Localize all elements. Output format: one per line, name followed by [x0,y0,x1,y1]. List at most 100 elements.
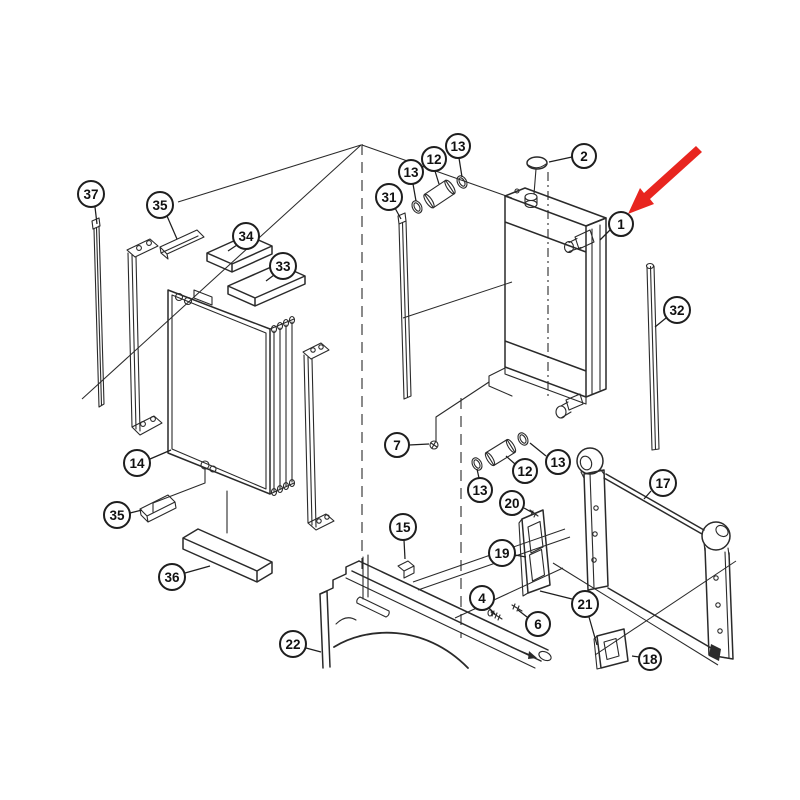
aftercooler-17 [576,447,734,661]
callout-number: 20 [504,496,519,511]
callout-circle[interactable] [469,585,495,611]
callout-circle[interactable] [279,630,307,658]
fan-shroud-group [319,554,552,669]
callout-17[interactable]: 17 [643,469,677,500]
callout-circle[interactable] [638,647,662,671]
callout-circle[interactable] [389,513,417,541]
callout-leader [149,449,172,460]
callout-circle[interactable] [146,191,174,219]
callout-4[interactable]: 4 [469,585,496,615]
callout-circle[interactable] [499,490,525,516]
callout-35[interactable]: 35 [103,501,143,529]
callout-13[interactable]: 13 [529,442,571,475]
callout-18[interactable]: 18 [631,647,662,671]
callout-circle[interactable] [77,180,105,208]
callout-leader [408,443,430,446]
callout-number: 1 [617,217,625,232]
callout-leader [265,274,275,282]
callout-leader [631,655,640,658]
callout-number: 17 [655,476,670,491]
callout-leader [523,507,534,514]
bolt-4 [487,609,503,621]
callout-circle[interactable] [398,159,424,185]
callout-number: 4 [478,591,486,606]
callout-circle[interactable] [384,432,410,458]
seal-strip-32 [645,262,660,451]
oil-cooler-core-14 [152,289,296,534]
callout-circle[interactable] [488,539,516,567]
callout-circle[interactable] [158,563,186,591]
oil-cooler-group [91,217,335,583]
callout-13[interactable]: 13 [467,468,493,503]
callout-circle[interactable] [103,501,131,529]
callout-6[interactable]: 6 [517,609,551,637]
callout-36[interactable]: 36 [158,563,211,591]
callout-21[interactable]: 21 [539,590,599,646]
callout-balloons: 3735343314353631131213213271312132019154… [77,133,691,671]
callout-20[interactable]: 20 [499,490,534,516]
callout-circle[interactable] [445,133,471,159]
callout-13[interactable]: 13 [398,159,424,202]
pad-33 [227,263,306,307]
bar-36 [182,528,273,583]
callout-circle[interactable] [232,222,260,250]
callout-15[interactable]: 15 [389,513,417,560]
callout-leader [539,590,573,600]
callout-circle[interactable] [123,449,151,477]
callout-circle[interactable] [525,611,551,637]
callout-leader [654,317,667,328]
callout-number: 13 [403,165,419,180]
callout-34[interactable]: 34 [227,222,260,252]
callout-circle[interactable] [571,590,599,618]
drain-plug-7 [429,381,490,450]
construction-lines [81,144,737,666]
callout-circle[interactable] [269,252,297,280]
callout-circle[interactable] [608,211,634,237]
callout-31[interactable]: 31 [375,183,403,220]
callout-number: 18 [642,652,658,667]
callout-circle[interactable] [512,458,538,484]
callout-33[interactable]: 33 [265,252,297,282]
callout-circle[interactable] [375,183,403,211]
callout-32[interactable]: 32 [654,296,691,328]
radiator-cap-2 [526,156,548,195]
fan-shroud-22 [319,554,552,669]
callout-circle[interactable] [663,296,691,324]
callout-leader [517,609,528,618]
bracket-15 [397,560,415,579]
callout-14[interactable]: 14 [123,449,172,477]
callout-circle[interactable] [571,143,597,169]
callout-19[interactable]: 19 [488,539,527,567]
callout-leader [227,244,238,252]
callout-7[interactable]: 7 [384,432,430,458]
callout-1[interactable]: 1 [599,211,634,241]
radiator-group [397,156,660,471]
callout-number: 33 [275,259,291,274]
callout-leader [588,616,598,646]
callout-circle[interactable] [421,146,447,172]
callout-number: 13 [450,139,466,154]
callout-number: 6 [534,617,542,632]
callout-22[interactable]: 22 [279,630,322,658]
callout-12[interactable]: 12 [421,146,447,185]
callout-35[interactable]: 35 [146,191,178,240]
callout-circle[interactable] [545,449,571,475]
callout-13[interactable]: 13 [445,133,471,178]
callout-37[interactable]: 37 [77,180,105,225]
callout-12[interactable]: 12 [505,455,538,484]
callout-number: 15 [395,520,411,535]
callout-leader [514,554,527,558]
side-channel-left [126,238,163,436]
callout-2[interactable]: 2 [548,143,597,169]
callout-number: 21 [577,597,593,612]
callout-circle[interactable] [467,477,493,503]
callout-circle[interactable] [649,469,677,497]
callout-leader [394,207,402,220]
bracket-18 [593,628,629,670]
callout-number: 2 [580,149,588,164]
pad-35-top [159,229,205,260]
callout-number: 32 [669,303,684,318]
callout-number: 22 [285,637,300,652]
